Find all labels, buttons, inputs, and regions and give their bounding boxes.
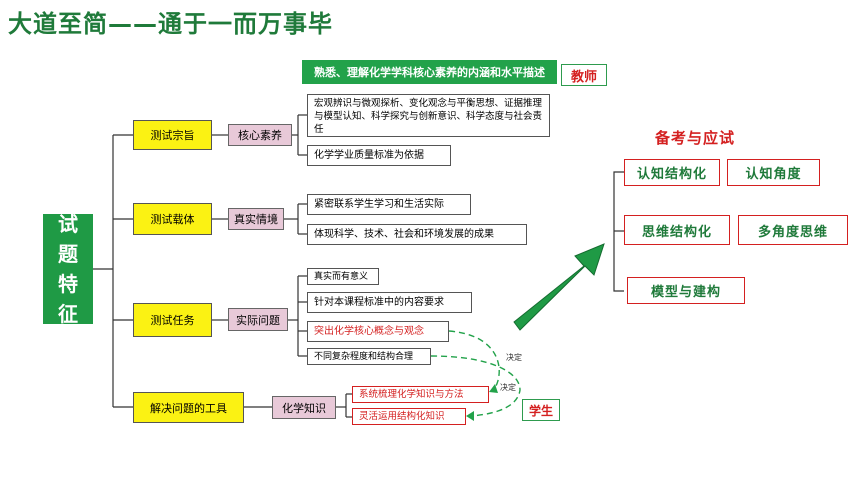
branch-tool: 解决问题的工具	[133, 392, 244, 423]
leaf: 针对本课程标准中的内容要求	[307, 292, 472, 313]
branch-test-purpose: 测试宗旨	[133, 120, 212, 150]
exam-item-multi-angle-thinking: 多角度思维	[738, 215, 848, 245]
sub-practical-problem: 实际问题	[228, 308, 288, 331]
page-title: 大道至简——通于一而万事毕	[8, 10, 333, 38]
root-char: 题	[58, 242, 78, 266]
leaf: 突出化学核心概念与观念	[307, 321, 449, 342]
root-node: 试 题 特 征	[43, 212, 93, 326]
exam-item-thinking-structuring: 思维结构化	[624, 215, 730, 245]
leaf: 宏观辨识与微观探析、变化观念与平衡思想、证据推理与模型认知、科学探究与创新意识、…	[307, 94, 550, 137]
leaf: 化学学业质量标准为依据	[307, 145, 451, 166]
root-char: 征	[58, 302, 78, 326]
leaf: 体现科学、技术、社会和环境发展的成果	[307, 224, 527, 245]
decide-label: 决定	[500, 383, 516, 392]
leaf: 紧密联系学生学习和生活实际	[307, 194, 471, 215]
teacher-tag: 教师	[561, 64, 607, 86]
sub-core-literacy: 核心素养	[228, 124, 292, 146]
root-char: 试	[58, 212, 78, 236]
branch-test-carrier: 测试载体	[133, 203, 212, 235]
leaf: 系统梳理化学知识与方法	[352, 386, 489, 403]
exam-heading: 备考与应试	[655, 129, 736, 147]
root-char: 特	[58, 272, 78, 296]
branch-test-task: 测试任务	[133, 303, 212, 337]
exam-item-cognitive-angle: 认知角度	[727, 159, 820, 186]
leaf: 不同复杂程度和结构合理	[307, 348, 431, 365]
decide-label: 决定	[506, 353, 522, 362]
sub-chemistry-knowledge: 化学知识	[272, 396, 336, 419]
sub-real-context: 真实情境	[228, 208, 284, 230]
student-tag: 学生	[522, 399, 560, 421]
exam-item-modeling: 模型与建构	[627, 277, 745, 304]
banner: 熟悉、理解化学学科核心素养的内涵和水平描述	[302, 60, 557, 84]
leaf: 真实而有意义	[307, 268, 379, 285]
leaf: 灵活运用结构化知识	[352, 408, 466, 425]
exam-item-cognitive-structuring: 认知结构化	[624, 159, 720, 186]
